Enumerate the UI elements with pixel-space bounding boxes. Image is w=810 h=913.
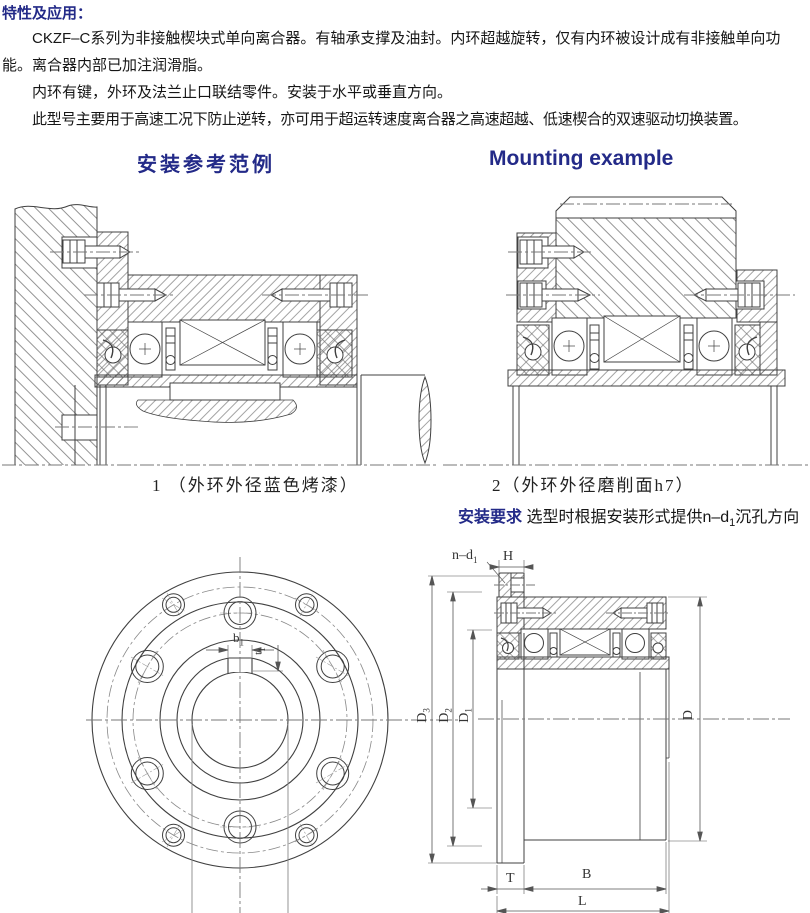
ball-bearing-left [127, 321, 163, 378]
figure-4-section-view [428, 560, 790, 913]
intro-section: 特性及应用： CKZF–C系列为非接触楔块式单向离合器。有轴承支撑及油封。内环超… [2, 2, 808, 133]
intro-paragraph-2: 内环有键，外环及法兰止口联结零件。安装于水平或垂直方向。 [32, 84, 453, 101]
heading-zh: 安装参考范例 [137, 154, 275, 176]
sprag-cage [179, 319, 266, 366]
outline-bottom-half [496, 597, 670, 864]
mounting-note: 安装要求 选型时根据安装形式提供n–d1沉孔方向 [458, 509, 800, 530]
hole-center-marks [130, 592, 350, 848]
dim-label-nd1: n–d1 [452, 548, 478, 565]
dim-label-D1: D1 [456, 708, 474, 723]
centerlines-fig3 [86, 557, 458, 913]
dimension-lines [428, 560, 707, 913]
seal-right [316, 329, 353, 378]
ball-bearing-left-2 [551, 317, 588, 376]
ball-bearing-right-4 [621, 628, 650, 660]
seal-left [96, 329, 129, 378]
retainer-right-2 [683, 324, 694, 370]
retainer-left-2 [589, 324, 600, 370]
intro-paragraph-1: CKZF–C系列为非接触楔块式单向离合器。有轴承支撑及油封。内环超越旋转，仅有内… [2, 30, 781, 74]
intro-paragraph-3: 此型号主要用于高速工况下防止逆转，亦可用于超运转速度离合器之高速超越、低速楔合的… [32, 111, 748, 128]
retainer-left-4 [549, 632, 558, 658]
dim-label-t1: t1 [252, 647, 267, 655]
seal-left-2 [516, 324, 550, 376]
dim-label-b1: b1 [233, 630, 244, 648]
figure-1-caption: 1 （外环外径蓝色烤漆） [152, 476, 359, 495]
figure-2-caption: 2（外环外径磨削面h7） [492, 476, 695, 495]
shaft [99, 374, 432, 465]
projection-lines [191, 724, 289, 913]
retainer-right [267, 327, 278, 371]
dim-label-D2: D2 [436, 708, 454, 723]
intro-title: 特性及应用： [2, 5, 93, 22]
ball-bearing-right-2 [696, 317, 733, 376]
sprag-cage-4 [559, 628, 611, 656]
figure-1-section-drawing [2, 204, 437, 466]
seal-right-4 [650, 632, 667, 660]
seal-left-4 [496, 632, 520, 660]
figure-3-front-view [86, 557, 458, 913]
centerlines-fig1 [2, 251, 437, 466]
shaft-2 [512, 386, 778, 465]
heading-en: Mounting example [489, 147, 674, 170]
dim-label-D3: D3 [414, 708, 432, 723]
dim-label-H: H [503, 549, 514, 564]
key [169, 382, 281, 401]
dim-label-T: T [506, 871, 515, 886]
ball-bearing-right [282, 321, 318, 378]
retainer-right-4 [612, 632, 621, 658]
cap-screw-top-2 [517, 236, 585, 269]
figure-2-section-drawing [443, 196, 808, 466]
centerlines-fig2 [443, 203, 808, 466]
seal-right-2 [734, 321, 778, 376]
dim-label-L: L [578, 894, 587, 909]
centerlines-fig4 [478, 584, 790, 720]
mounting-note-label: 安装要求 [458, 509, 523, 526]
ball-bearing-left-4 [520, 628, 549, 660]
dim-label-D: D [681, 709, 697, 721]
keyway-dimension [206, 645, 283, 672]
inner-ring-2 [507, 369, 786, 387]
shaft-broken-section [135, 399, 297, 423]
sprag-cage-2 [603, 315, 681, 363]
retainer-left [165, 327, 176, 371]
inner-ring-4 [496, 656, 670, 670]
dim-label-B: B [582, 867, 592, 882]
cap-screw-mid-left-2 [517, 280, 592, 310]
flange-holes-small [162, 593, 318, 847]
